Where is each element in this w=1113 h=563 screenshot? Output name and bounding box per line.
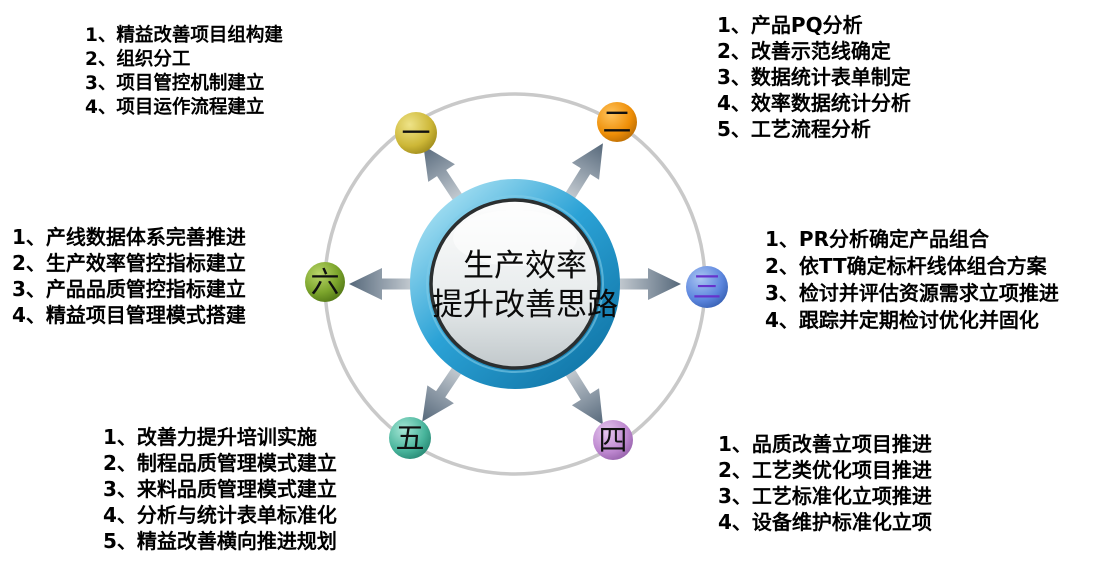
arrow-to-node-four — [562, 364, 603, 425]
arrow-to-node-six — [349, 268, 417, 300]
list-item: 1、改善力提升培训实施 — [103, 425, 317, 449]
node-three-list: 1、PR分析确定产品组合 2、依TT确定标杆线体组合方案 3、检讨并评估资源需求… — [765, 226, 1059, 334]
node-one-list: 1、精益改善项目组构建 2、组织分工 3、项目管控机制建立 4、项目运作流程建立 — [85, 24, 283, 120]
node-four-list: 1、品质改善立项目推进 2、工艺类优化项目推进 3、工艺标准化立项推进 4、设备… — [718, 431, 932, 535]
node-one-sphere — [395, 112, 437, 154]
node-six-numeral: 六 — [310, 265, 339, 299]
list-item: 5、工艺流程分析 — [717, 117, 871, 141]
node-three-sphere — [686, 266, 728, 308]
node-five-numeral: 五 — [395, 421, 424, 455]
node-two-list: 1、产品PQ分析 2、改善示范线确定 3、数据统计表单制定 4、效率数据统计分析… — [717, 12, 911, 142]
arrow-to-node-two — [562, 143, 603, 204]
list-item: 2、生产效率管控指标建立 — [12, 251, 246, 275]
list-item: 4、分析与统计表单标准化 — [103, 503, 337, 527]
node-one-numeral: 一 — [401, 116, 430, 150]
node-two-sphere — [597, 102, 637, 142]
list-item: 4、设备维护标准化立项 — [718, 510, 932, 534]
list-item: 3、来料品质管理模式建立 — [103, 477, 337, 501]
arrow-to-node-three — [613, 268, 681, 300]
list-item: 2、组织分工 — [85, 49, 191, 70]
list-item: 1、产线数据体系完善推进 — [12, 225, 246, 249]
list-item: 3、项目管控机制建立 — [85, 73, 265, 94]
list-item: 4、项目运作流程建立 — [85, 97, 265, 118]
list-item: 5、精益改善横向推进规划 — [103, 529, 337, 553]
list-item: 3、产品品质管控指标建立 — [12, 277, 246, 301]
center-title-line2: 提升改善思路 — [432, 287, 618, 323]
node-five-list: 1、改善力提升培训实施 2、制程品质管理模式建立 3、来料品质管理模式建立 4、… — [103, 424, 337, 554]
node-four-numeral: 四 — [598, 423, 627, 457]
arrow-to-node-five — [422, 362, 465, 422]
list-item: 1、产品PQ分析 — [717, 13, 863, 37]
node-five-sphere — [389, 417, 431, 459]
list-item: 2、改善示范线确定 — [717, 39, 891, 63]
list-item: 2、依TT确定标杆线体组合方案 — [765, 254, 1047, 278]
arrow-group — [349, 143, 681, 425]
list-item: 3、数据统计表单制定 — [717, 65, 911, 89]
node-spheres: 一 二 三 四 五 六 — [305, 102, 728, 460]
node-three-numeral: 三 — [692, 270, 721, 304]
list-item: 1、品质改善立项目推进 — [718, 432, 932, 456]
list-item: 1、PR分析确定产品组合 — [765, 227, 989, 251]
node-four-sphere — [593, 420, 633, 460]
node-six-list: 1、产线数据体系完善推进 2、生产效率管控指标建立 3、产品品质管控指标建立 4… — [12, 224, 246, 328]
list-item: 3、工艺标准化立项推进 — [718, 484, 932, 508]
center-ring-inner-edge — [426, 195, 604, 373]
list-item: 4、跟踪并定期检讨优化并固化 — [765, 308, 1039, 332]
list-item: 2、工艺类优化项目推进 — [718, 458, 932, 482]
node-six-sphere — [305, 262, 345, 302]
center-title-line1: 生产效率 — [463, 248, 587, 284]
node-two-numeral: 二 — [602, 105, 631, 139]
list-item: 4、效率数据统计分析 — [717, 91, 911, 115]
arrow-to-node-one — [423, 145, 466, 206]
list-item: 4、精益项目管理模式搭建 — [12, 303, 246, 327]
list-item: 2、制程品质管理模式建立 — [103, 451, 337, 475]
list-item: 1、精益改善项目组构建 — [85, 25, 283, 46]
center-gloss-highlight — [453, 210, 577, 266]
list-item: 3、检讨并评估资源需求立项推进 — [765, 281, 1059, 305]
